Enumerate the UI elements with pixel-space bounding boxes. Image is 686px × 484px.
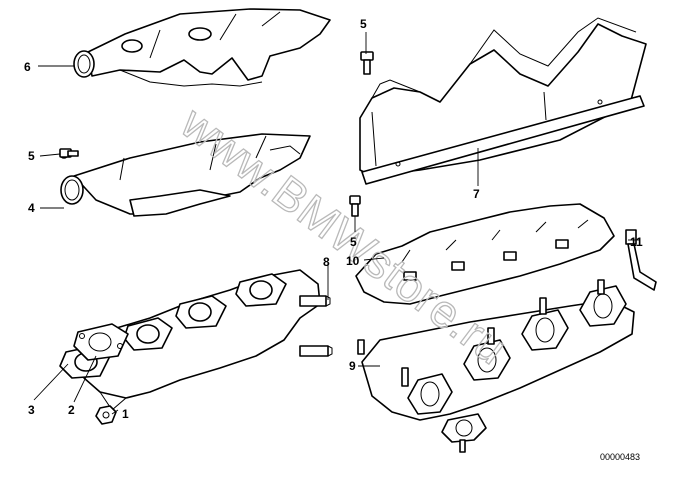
manifold-cover	[359, 17, 647, 185]
callout-5-top: 5	[360, 17, 367, 31]
diagram-reference-number: 00000483	[600, 452, 640, 462]
hex-nut	[95, 405, 117, 425]
manifold-outlet-1	[407, 373, 453, 415]
bolt-top	[360, 51, 374, 75]
manifold-gasket	[73, 323, 129, 361]
callout-1: 1	[122, 407, 129, 421]
bolt-left	[59, 148, 79, 158]
callout-3: 3	[28, 403, 35, 417]
callout-5-left: 5	[28, 149, 35, 163]
heat-shield-upper	[73, 8, 331, 87]
manifold-flange-4	[235, 273, 287, 307]
exhaust-manifold-rear	[357, 279, 635, 453]
callout-2: 2	[68, 403, 75, 417]
manifold-outlet-2	[463, 339, 511, 381]
connector-pipe	[625, 229, 657, 291]
callout-6: 6	[24, 60, 31, 74]
manifold-flange-2	[123, 317, 173, 351]
manifold-flange-3	[175, 295, 227, 329]
leader-lines	[33, 32, 640, 415]
callout-11: 11	[630, 235, 643, 249]
callout-8: 8	[323, 255, 330, 269]
callout-9: 9	[349, 359, 356, 373]
callout-10: 10	[346, 254, 360, 268]
callout-7: 7	[473, 187, 480, 201]
heat-shield-lower	[59, 133, 311, 217]
callout-5-lower: 5	[350, 235, 357, 249]
manifold-outlet-3	[521, 309, 569, 351]
bolt-lower	[349, 195, 361, 217]
heat-deflector-plate	[355, 203, 615, 305]
callout-4: 4	[28, 201, 35, 215]
